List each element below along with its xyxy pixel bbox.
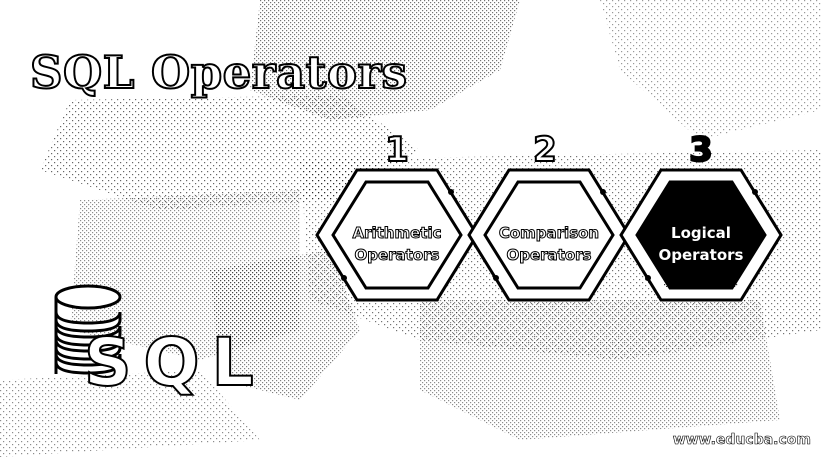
- database-icon-label: SQL: [83, 324, 266, 401]
- hexagon-1-label-line2: Operators: [354, 246, 440, 265]
- website-url: www.educba.com: [672, 432, 811, 448]
- hexagon-2-label: Comparison Operators: [489, 222, 609, 266]
- hexagon-2-label-line1: Comparison: [498, 224, 600, 243]
- hexagon-3: [619, 168, 783, 302]
- step-number-2: 2: [532, 130, 558, 170]
- hexagon-3-label-line2: Operators: [658, 246, 744, 264]
- page-title: SQL Operators: [29, 46, 408, 99]
- hexagon-2: [467, 168, 631, 302]
- step-number-3: 3: [688, 130, 714, 170]
- hexagon-1: [315, 168, 479, 302]
- database-icon: [54, 284, 122, 375]
- hexagon-3-label-line1: Logical: [671, 224, 731, 242]
- step-number-1: 1: [384, 130, 410, 170]
- hexagon-1-label-line1: Arithmetic: [352, 224, 442, 243]
- hexagon-3-label: Logical Operators: [641, 222, 761, 266]
- hexagon-2-label-line2: Operators: [506, 246, 592, 265]
- hexagon-1-label: Arithmetic Operators: [337, 222, 457, 266]
